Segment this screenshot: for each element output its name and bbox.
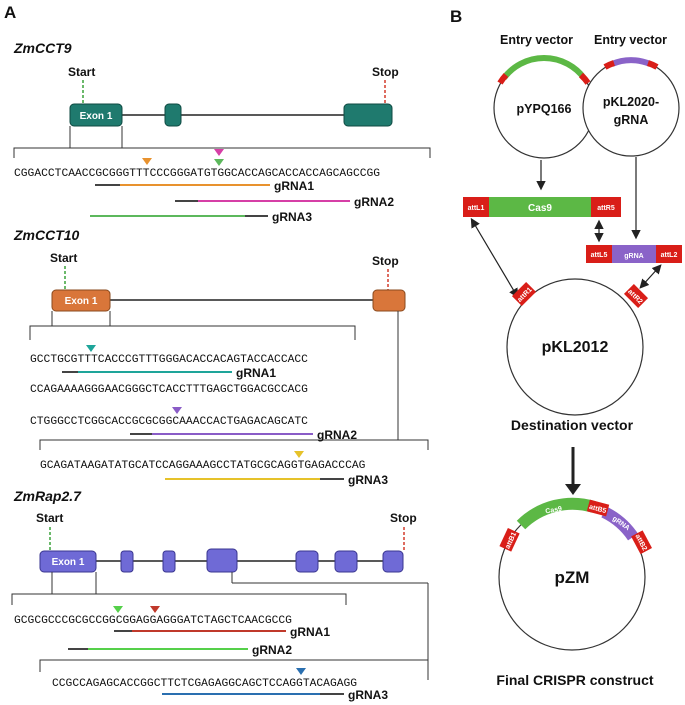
pypq166-label: pYPQ166 — [517, 102, 572, 116]
pzm-label: pZM — [555, 568, 590, 587]
zoom-bracket — [39, 439, 429, 450]
panel-label-a: A — [4, 3, 16, 22]
zoom-bracket — [29, 325, 356, 340]
attb2-site — [631, 530, 652, 555]
cut-site-marker — [172, 407, 182, 414]
grna1-label: gRNA1 — [290, 625, 330, 639]
attr2-site — [623, 283, 649, 309]
grna2-label: gRNA2 — [354, 195, 394, 209]
sequence: CTGGGCCTCGGCACCGCGCGGCAAACCACTGAGACAGCAT… — [30, 416, 308, 428]
start-label: Start — [36, 511, 63, 525]
exon-1 — [51, 289, 111, 312]
exon-4 — [206, 548, 238, 573]
stop-label: Stop — [372, 65, 399, 79]
sequence: CCGCCAGAGCACCGGCTTCTCGAGAGGCAGCTCCAGGTAC… — [52, 678, 357, 690]
cut-site-marker — [113, 606, 123, 613]
gene-name: ZmCCT9 — [13, 40, 72, 56]
entry-vector-label: Entry vector — [500, 33, 573, 47]
gene-name: ZmCCT10 — [13, 227, 80, 243]
entry-vector-label: Entry vector — [594, 33, 667, 47]
panel-label-b: B — [450, 7, 462, 26]
exon-6 — [334, 550, 358, 573]
attr1-site — [511, 281, 537, 307]
gene-zmcct10: ZmCCT10 Start Stop Exon 1 GCCTGCGTTTCACC… — [13, 227, 429, 487]
sequence: CGGACCTCAACCGCGGGTTTCCCGGGATGTGGCACCAGCA… — [14, 168, 380, 180]
grna3-label: gRNA3 — [348, 688, 388, 702]
cas9-arc-label: Cas9 — [545, 506, 563, 516]
attl2-site — [656, 245, 682, 263]
attb1-site — [499, 527, 520, 552]
cas9-cassette — [489, 197, 591, 217]
sequence: GCCTGCGTTTCACCCGTTTGGGACACCACAGTACCACCAC… — [30, 354, 308, 366]
destination-vector-label: Destination vector — [511, 417, 634, 433]
sequence: CCAGAAAAGGGAACGGGCTCACCTTTGAGCTGGACGCCAC… — [30, 384, 308, 396]
grna-label: gRNA — [624, 253, 643, 260]
grna3-label: gRNA3 — [272, 210, 312, 224]
down-arrow-icon — [565, 484, 581, 495]
grna2-label: gRNA2 — [317, 428, 357, 442]
exon-1 — [69, 103, 123, 127]
grna2-label: gRNA2 — [252, 643, 292, 657]
cas9-label: Cas9 — [528, 203, 552, 214]
pkl2020-label-line2: gRNA — [614, 113, 649, 127]
exon-2 — [372, 289, 406, 312]
cut-site-marker — [294, 451, 304, 458]
zoom-bracket — [11, 593, 347, 605]
attl2-label: attL2 — [661, 252, 678, 259]
cut-site-marker — [214, 159, 224, 166]
final-construct-label: Final CRISPR construct — [496, 672, 653, 688]
attr5-label: attR5 — [597, 205, 615, 212]
cut-site-marker — [296, 668, 306, 675]
gene-zmcct9: ZmCCT9 Start Stop Exon 1 CGGACCTCAACCGCG… — [13, 40, 431, 224]
cloning-schematic: Entry vector Entry vector pYPQ166 pKL202… — [463, 33, 682, 688]
pkl2020-label-line1: pKL2020- — [603, 95, 659, 109]
sequence: GCGCGCCCGCGCCGGCGGAGGAGGGATCTAGCTCAACGCC… — [14, 615, 292, 627]
start-label: Start — [68, 65, 95, 79]
exon-3 — [162, 550, 176, 573]
zoom-bracket — [39, 659, 428, 672]
attr5-site — [591, 197, 621, 217]
attl5-site — [586, 245, 612, 263]
exon-1 — [39, 550, 97, 573]
exon-3 — [343, 103, 393, 127]
attb5-label: attB5 — [588, 504, 607, 515]
exon-7 — [382, 550, 404, 573]
gene-zmrap27: ZmRap2.7 Start Stop Exon 1 GCGCGCCCGCGCC… — [11, 488, 429, 702]
cut-site-marker — [86, 345, 96, 352]
cut-site-marker — [214, 149, 224, 156]
exon-5 — [295, 550, 319, 573]
exon-1-label: Exon 1 — [80, 111, 113, 122]
attb5-site — [586, 499, 610, 517]
start-label: Start — [50, 251, 77, 265]
gene-name: ZmRap2.7 — [13, 488, 82, 504]
exon-2 — [120, 550, 134, 573]
grna-segment — [610, 57, 652, 67]
grna1-label: gRNA1 — [274, 179, 314, 193]
sequence: GCAGATAAGATATGCATCCAGGAAAGCCTATGCGCAGGTG… — [40, 460, 366, 472]
exon-2 — [164, 103, 182, 127]
cut-site-marker — [142, 158, 152, 165]
pkl2012-label: pKL2012 — [542, 339, 609, 356]
zoom-bracket — [13, 147, 431, 158]
exon-1-label: Exon 1 — [65, 296, 98, 307]
attl5-label: attL5 — [591, 252, 608, 259]
cut-site-marker — [150, 606, 160, 613]
grna1-label: gRNA1 — [236, 366, 276, 380]
grna3-label: gRNA3 — [348, 473, 388, 487]
grna-cassette — [612, 245, 656, 263]
pkl2012-plasmid — [506, 278, 644, 416]
exon-1-label: Exon 1 — [52, 557, 85, 568]
attl1-site — [463, 197, 489, 217]
stop-label: Stop — [390, 511, 417, 525]
stop-label: Stop — [372, 254, 399, 268]
attl1-label: attL1 — [468, 205, 485, 212]
cas9-segment — [501, 55, 587, 80]
cas9-segment — [516, 497, 596, 530]
